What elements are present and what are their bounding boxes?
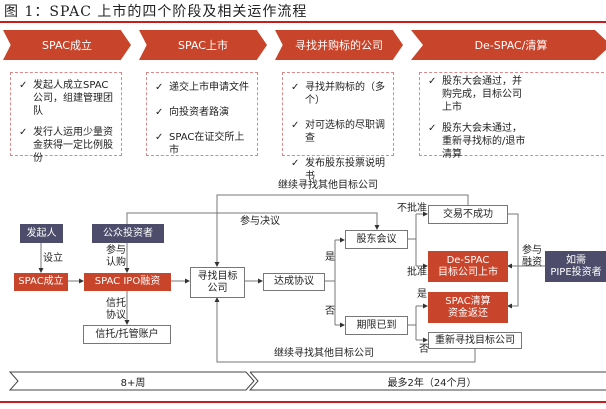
check-icon: ✓: [19, 80, 28, 91]
check-icon: ✓: [155, 132, 164, 143]
yes-label: 是: [325, 252, 335, 263]
despac-subtitle: 目标公司上市: [438, 266, 498, 278]
stage-2-chevron: SPAC上市: [139, 30, 267, 60]
check-icon: ✓: [291, 158, 300, 169]
check-icon: ✓: [291, 120, 300, 131]
agreement-box: 达成协议: [263, 273, 325, 291]
vote-label: 参与决议: [240, 216, 280, 227]
check-icon: ✓: [428, 76, 437, 87]
stage-3-chevron: 寻找并购标的公司: [275, 30, 403, 60]
detail-item: 对可选标的尽职调查: [305, 120, 385, 144]
no-label-2: 否: [419, 344, 429, 355]
continue-search-top-label: 继续寻找其他目标公司: [278, 180, 378, 191]
deadline-box: 期限已到: [345, 316, 408, 335]
stage-4-chevron: De-SPAC/清算: [411, 30, 606, 60]
detail-item: 寻找并购标的（多个）: [305, 82, 385, 106]
no-label: 否: [325, 306, 335, 317]
subscribe-label: 参与认购: [106, 245, 126, 268]
detail-item: 股东大会未通过，重新寻找标的/退市清算: [442, 123, 526, 160]
detail-item: 发行人运用少量资金获得一定比例股份: [33, 127, 113, 164]
liquidation-subtitle: 资金返还: [448, 307, 488, 319]
check-icon: ✓: [19, 127, 28, 138]
detail-item: 发起人成立SPAC公司，组建管理团队: [33, 80, 113, 117]
stage-2-details: ✓ 递交上市申请文件 ✓ 向投资者路演 ✓ SPAC在证交所上市: [146, 72, 258, 156]
despac-box: De-SPAC 目标公司上市: [428, 251, 508, 282]
spac-formed-box: SPAC成立: [14, 273, 68, 291]
not-approved-label: 不批准: [397, 203, 427, 214]
continue-search-bottom-label: 继续寻找其他目标公司: [274, 348, 374, 359]
yes-label-2: 是: [417, 289, 427, 300]
detail-item: 股东大会通过，并购完成，目标公司上市: [442, 76, 522, 113]
check-icon: ✓: [291, 82, 300, 93]
bottom-rule: [0, 401, 606, 403]
stage-4-details: ✓ 股东大会通过，并购完成，目标公司上市 ✓ 股东大会未通过，重新寻找标的/退市清算: [419, 72, 606, 160]
detail-item: 发布股东投票说明书: [305, 158, 385, 182]
sponsor-box: 发起人: [20, 224, 63, 243]
trust-agreement-label: 信托协议: [106, 298, 126, 321]
despac-title: De-SPAC: [446, 254, 490, 266]
liquidation-title: SPAC清算: [445, 295, 491, 307]
research-target-box: 重新寻找目标公司: [428, 332, 522, 349]
check-icon: ✓: [155, 107, 164, 118]
detail-item: SPAC在证交所上市: [169, 132, 245, 156]
setup-label: 设立: [43, 253, 63, 264]
detail-item: 向投资者路演: [169, 107, 229, 118]
pipe-line-2: PIPE投资者: [550, 266, 602, 278]
pipe-financing-label: 参与融资: [522, 245, 542, 268]
top-rule: [0, 21, 606, 23]
public-investors-box: 公众投资者: [92, 224, 164, 243]
shareholder-meeting-box: 股东会议: [345, 230, 408, 249]
timeline-phase-1: 8+周: [120, 377, 146, 389]
pipe-investor-box: 如需 PIPE投资者: [545, 251, 606, 282]
figure-title: 图 1：SPAC 上市的四个阶段及相关运作流程: [4, 4, 308, 20]
stage-1-details: ✓ 发起人成立SPAC公司，组建管理团队 ✓ 发行人运用少量资金获得一定比例股份: [10, 72, 122, 164]
approved-label: 批准: [407, 267, 427, 278]
check-icon: ✓: [428, 123, 437, 134]
ipo-box: SPAC IPO融资: [84, 273, 171, 291]
timeline-phase-2: 最多2年（24个月）: [387, 377, 477, 389]
detail-item: 递交上市申请文件: [169, 82, 249, 93]
liquidation-box: SPAC清算 资金返还: [428, 292, 508, 323]
trust-account-box: 信托/托管账户: [83, 325, 171, 344]
deal-failed-box: 交易不成功: [428, 205, 508, 224]
stage-1-chevron: SPAC成立: [3, 30, 131, 60]
find-target-box: 寻找目标公司: [190, 267, 245, 298]
pipe-line-1: 如需: [566, 254, 586, 266]
check-icon: ✓: [155, 82, 164, 93]
stage-3-details: ✓ 寻找并购标的（多个） ✓ 对可选标的尽职调查 ✓ 发布股东投票说明书: [282, 72, 394, 182]
